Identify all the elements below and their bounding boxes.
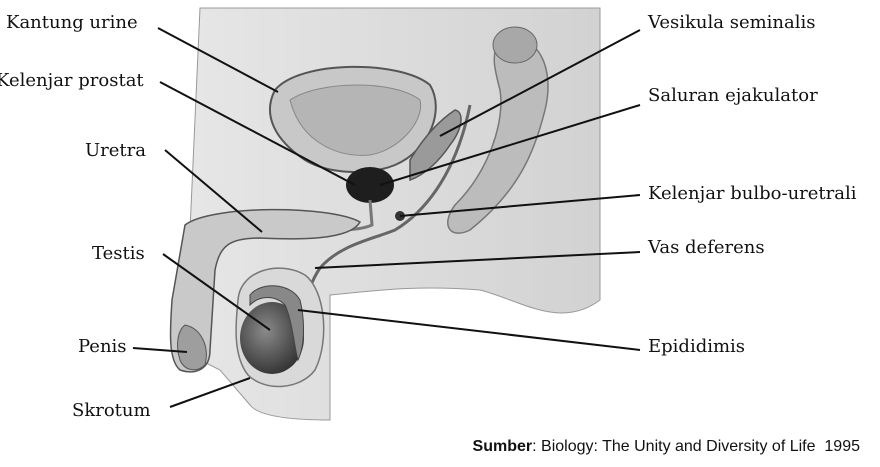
prostate-shape [346, 167, 394, 203]
label-uretra: Uretra [85, 140, 146, 161]
penis-shape [169, 208, 362, 373]
line-kantung-urine [157, 27, 279, 93]
line-vesikula-seminalis [439, 29, 641, 137]
line-saluran-ejakulator [379, 104, 641, 186]
source-caption-label: Sumber [472, 438, 533, 455]
glans-shape [177, 324, 207, 371]
line-skrotum [169, 377, 251, 408]
label-skrotum: Skrotum [72, 400, 151, 421]
line-kelenjar-bulbo-uretrali [399, 194, 641, 217]
label-kelenjar-prostat: Kelenjar prostat [0, 70, 144, 91]
colon-top-shape [492, 26, 538, 64]
label-saluran-ejakulator: Saluran ejakulator [648, 85, 818, 106]
label-vas-deferens: Vas deferens [648, 237, 765, 258]
rectum-shape [447, 37, 549, 234]
line-epididimis [297, 309, 641, 351]
label-vesikula-seminalis: Vesikula seminalis [648, 12, 816, 33]
epididymis-shape [249, 285, 304, 362]
label-kelenjar-bulbo-uretrali: Kelenjar bulbo-uretrali [648, 183, 857, 204]
source-caption-year: 1995 [824, 438, 860, 455]
label-penis: Penis [78, 336, 127, 357]
label-testis: Testis [92, 243, 145, 264]
label-kantung-urine: Kantung urine [6, 12, 138, 33]
line-testis [162, 253, 271, 331]
line-uretra [164, 149, 263, 233]
line-kelenjar-prostat [159, 81, 356, 186]
line-vas-deferens [314, 251, 641, 269]
line-penis [132, 347, 188, 353]
bladder-inner-shape [289, 84, 422, 156]
source-caption: Sumber: Biology: The Unity and Diversity… [473, 438, 860, 456]
source-caption-text: : Biology: The Unity and Diversity of Li… [532, 438, 816, 455]
label-epididimis: Epididimis [648, 336, 746, 357]
leader-lines [132, 27, 641, 408]
